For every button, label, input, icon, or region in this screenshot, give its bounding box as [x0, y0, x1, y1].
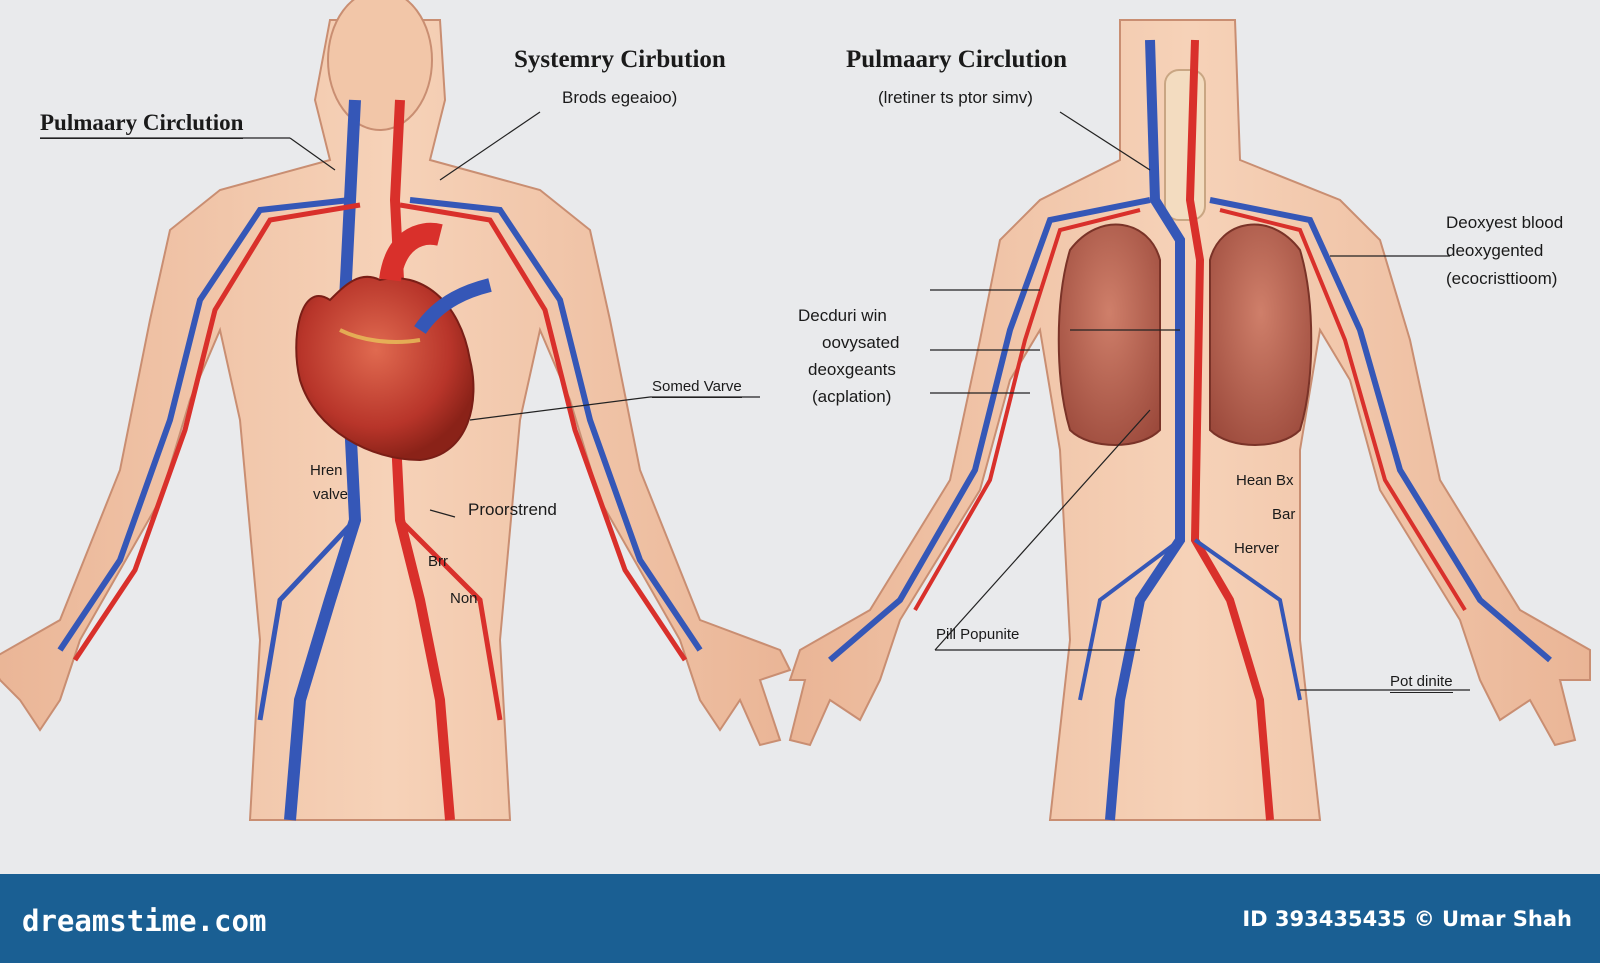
- label-non: Non: [450, 590, 478, 607]
- label-somed-varve: Somed Varve: [652, 378, 742, 398]
- left-title-systemic: Systemry Cirbution: [514, 46, 726, 73]
- circulation-illustration: [0, 0, 1591, 821]
- label-herver: Herver: [1234, 540, 1280, 557]
- left-title-pulmonary: Pulmaary Circlution: [40, 110, 244, 139]
- right-title-pulmonary: Pulmaary Circlution: [846, 46, 1068, 73]
- label-deoxgeants: deoxgeants: [808, 360, 896, 379]
- label-pot-dinite: Pot dinite: [1390, 673, 1453, 693]
- label-acplation: (acplation): [812, 387, 892, 406]
- label-oovysated: oovysated: [822, 333, 900, 352]
- right-subtitle: (lretiner ts ptor simv): [878, 88, 1033, 107]
- label-pill-popunite: Pill Popunite: [936, 626, 1020, 643]
- label-decduri-win: Decduri win: [798, 306, 887, 325]
- right-lung-shape: [1209, 223, 1313, 446]
- label-deoxyest-blood: Deoxyest blood: [1446, 213, 1564, 232]
- brand-logo: dreamstime.com: [22, 904, 267, 938]
- label-bar: Bar: [1272, 506, 1296, 523]
- right-body: [788, 19, 1591, 821]
- footer-bar: dreamstime.com ID 393435435 © Umar Shah: [0, 874, 1600, 963]
- label-hean-bx: Hean Bx: [1236, 472, 1294, 489]
- label-ecocristtioom: (ecocristtioom): [1446, 269, 1558, 288]
- left-body: [0, 0, 792, 821]
- anatomy-figure: Systemry Cirbution Brods egeaioo) Pulmaa…: [0, 0, 1591, 821]
- label-deoxygented: deoxygented: [1446, 241, 1544, 260]
- label-valve: valve: [313, 486, 349, 503]
- image-credit: ID 393435435 © Umar Shah: [1242, 907, 1572, 931]
- label-hren: Hren: [310, 462, 343, 479]
- label-brr: Brr: [428, 553, 448, 570]
- left-lung-shape: [1057, 223, 1161, 446]
- left-subtitle: Brods egeaioo): [562, 88, 678, 107]
- label-proorstrend: Proorstrend: [468, 500, 557, 519]
